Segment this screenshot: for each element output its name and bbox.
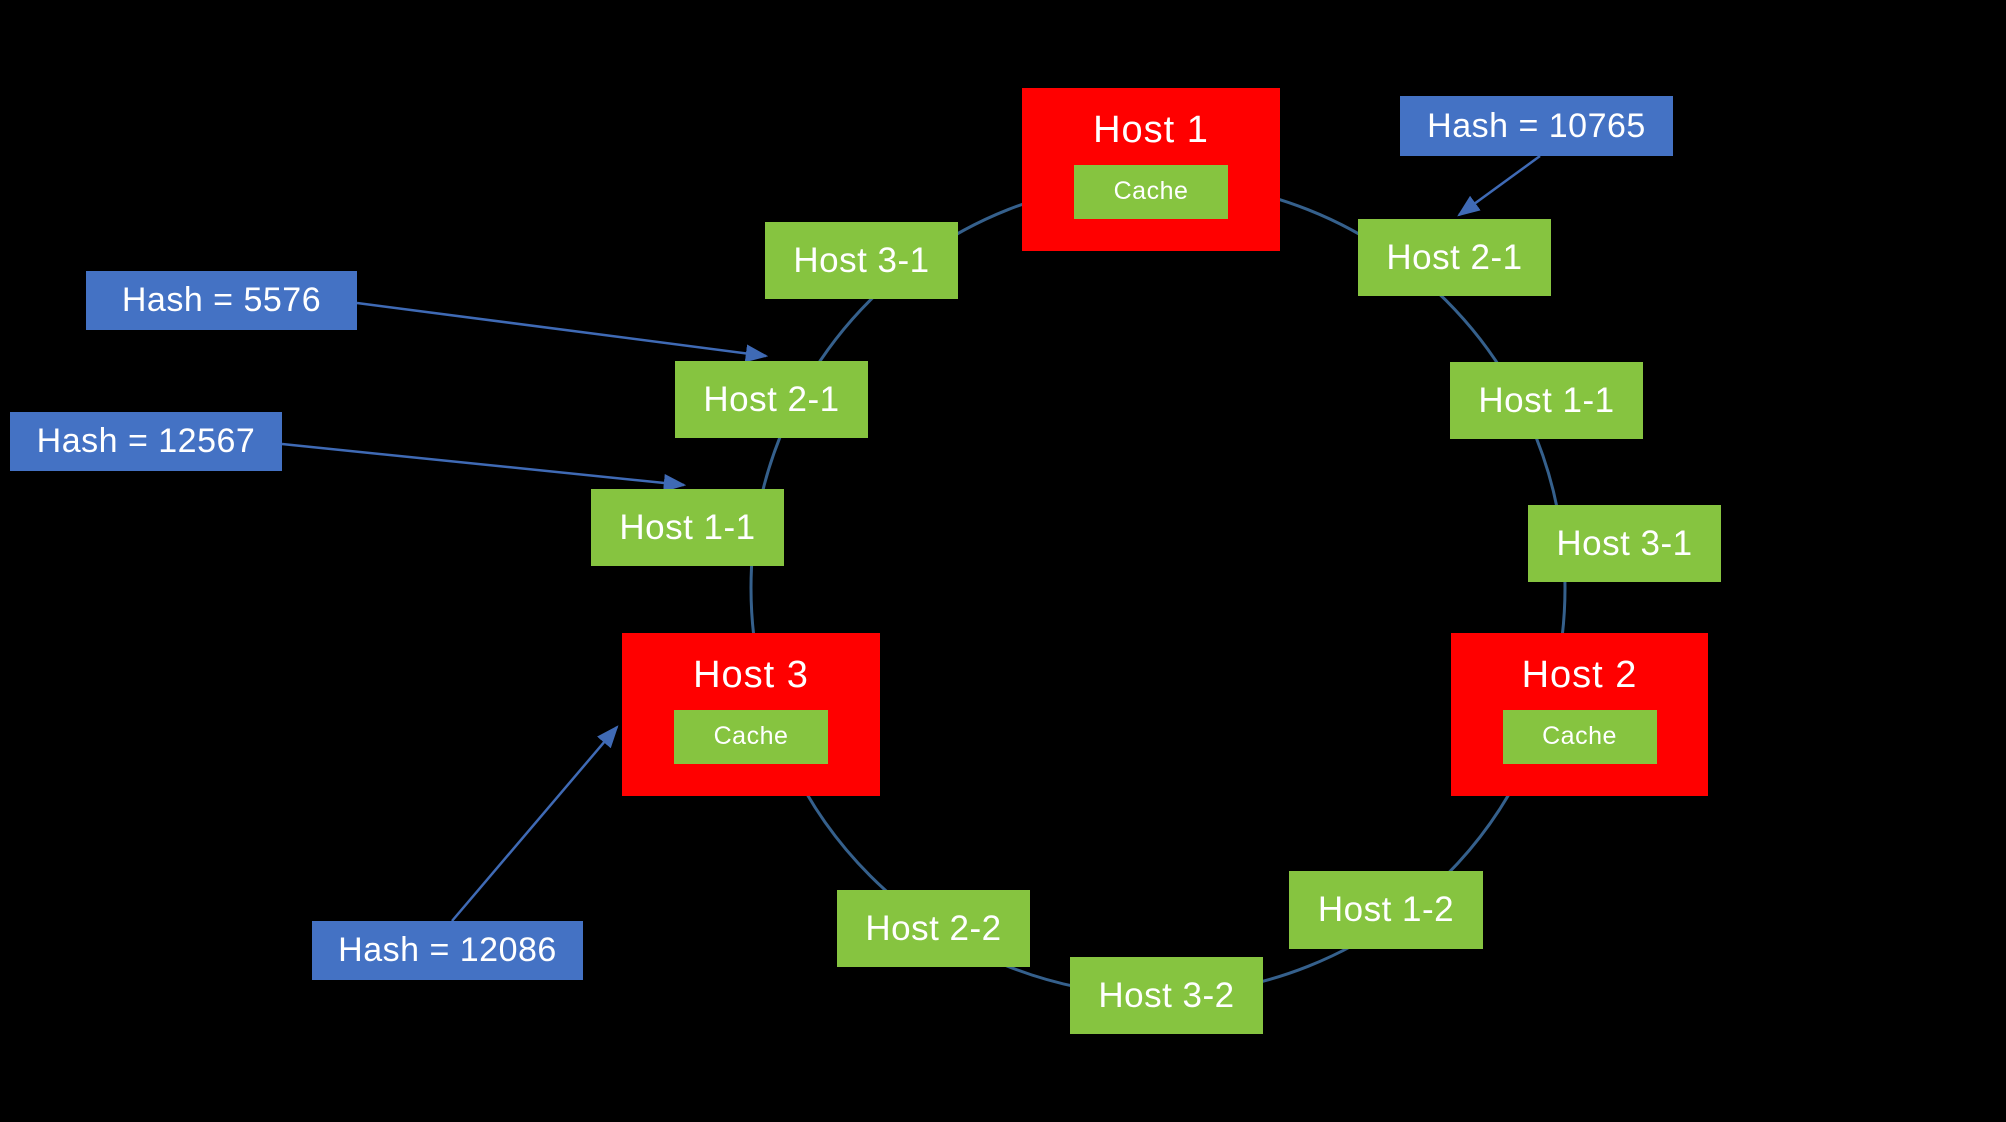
host-1-label: Host 1 (1093, 109, 1209, 151)
hash-12086-label: Hash = 12086 (312, 921, 583, 980)
hash-12567-arrow (281, 442, 687, 492)
hash-5576-label: Hash = 5576 (86, 271, 357, 330)
host-1-cache-badge: Cache (1074, 164, 1228, 219)
vnode-right-host-3-1: Host 3-1 (1528, 505, 1721, 582)
vnode-bottom-left-host-2-2: Host 2-2 (837, 890, 1030, 967)
host-2-cache-badge: Cache (1502, 709, 1657, 764)
vnode-right-host-2-1: Host 2-1 (1358, 219, 1551, 296)
vnode-right-host-1-1: Host 1-1 (1450, 362, 1643, 439)
hash-10765-arrow (1457, 154, 1541, 217)
host-2-box: Host 2 Cache (1451, 633, 1708, 796)
hash-12567-label: Hash = 12567 (10, 412, 282, 471)
hash-5576-arrow (356, 301, 769, 363)
vnode-left-host-2-1: Host 2-1 (675, 361, 868, 438)
host-3-label: Host 3 (693, 654, 809, 696)
vnode-left-host-1-1: Host 1-1 (591, 489, 784, 566)
vnode-bottom-host-3-2: Host 3-2 (1070, 957, 1263, 1034)
host-3-box: Host 3 Cache (622, 633, 880, 796)
vnode-top-left-host-3-1: Host 3-1 (765, 222, 958, 299)
host-1-box: Host 1 Cache (1022, 88, 1280, 251)
vnode-bottom-right-host-1-2: Host 1-2 (1289, 871, 1483, 949)
hash-10765-label: Hash = 10765 (1400, 96, 1673, 156)
host-3-cache-badge: Cache (674, 709, 828, 764)
host-2-label: Host 2 (1521, 654, 1638, 696)
hash-12086-arrow (451, 725, 619, 922)
